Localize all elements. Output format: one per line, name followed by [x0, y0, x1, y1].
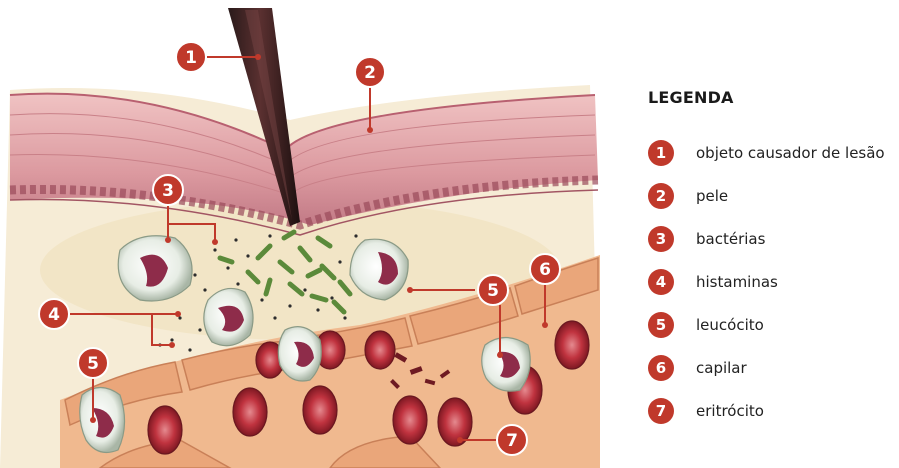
legend-badge: 5: [648, 312, 674, 338]
erythrocyte: [438, 398, 472, 446]
legend-item-capillary: 6 capilar: [648, 346, 893, 389]
legend-label: histaminas: [696, 273, 778, 291]
legend-badge: 1: [648, 140, 674, 166]
legend-badge: 2: [648, 183, 674, 209]
svg-text:7: 7: [506, 431, 518, 451]
erythrocyte: [233, 388, 267, 436]
leukocyte: [204, 288, 253, 345]
legend-item-injury-object: 1 objeto causador de lesão: [648, 131, 893, 174]
erythrocyte: [393, 396, 427, 444]
inflammation-illustration: 1 2 3 4 5 5 6 7: [0, 0, 620, 468]
callout-5-left: 5: [78, 348, 108, 378]
callout-5-right: 5: [478, 275, 508, 305]
legend-badge: 4: [648, 269, 674, 295]
erythrocyte: [365, 331, 395, 369]
callout-4: 4: [39, 299, 69, 329]
callout-1: 1: [176, 42, 206, 72]
legend-label: leucócito: [696, 316, 764, 334]
svg-text:4: 4: [48, 305, 60, 325]
svg-text:5: 5: [87, 354, 99, 374]
legend-badge: 3: [648, 226, 674, 252]
leukocyte: [278, 327, 321, 381]
legend-label: bactérias: [696, 230, 765, 248]
legend-item-bacteria: 3 bactérias: [648, 217, 893, 260]
svg-text:1: 1: [185, 48, 197, 68]
svg-text:2: 2: [364, 63, 376, 83]
callout-6: 6: [530, 254, 560, 284]
legend-label: pele: [696, 187, 728, 205]
legend-item-erythrocyte: 7 eritrócito: [648, 389, 893, 432]
legend: LEGENDA 1 objeto causador de lesão 2 pel…: [648, 88, 893, 432]
legend-badge: 7: [648, 398, 674, 424]
callout-2: 2: [355, 57, 385, 87]
legend-title: LEGENDA: [648, 88, 893, 107]
erythrocyte: [148, 406, 182, 454]
legend-label: capilar: [696, 359, 747, 377]
leukocyte: [118, 236, 192, 301]
svg-text:6: 6: [539, 260, 551, 280]
svg-text:3: 3: [162, 181, 174, 201]
legend-label: objeto causador de lesão: [696, 144, 885, 162]
erythrocyte: [555, 321, 589, 369]
legend-label: eritrócito: [696, 402, 764, 420]
legend-badge: 6: [648, 355, 674, 381]
callout-3: 3: [153, 175, 183, 205]
legend-item-skin: 2 pele: [648, 174, 893, 217]
erythrocyte: [303, 386, 337, 434]
callout-7: 7: [497, 425, 527, 455]
svg-text:5: 5: [487, 281, 499, 301]
legend-item-leukocyte: 5 leucócito: [648, 303, 893, 346]
legend-item-histamines: 4 histaminas: [648, 260, 893, 303]
